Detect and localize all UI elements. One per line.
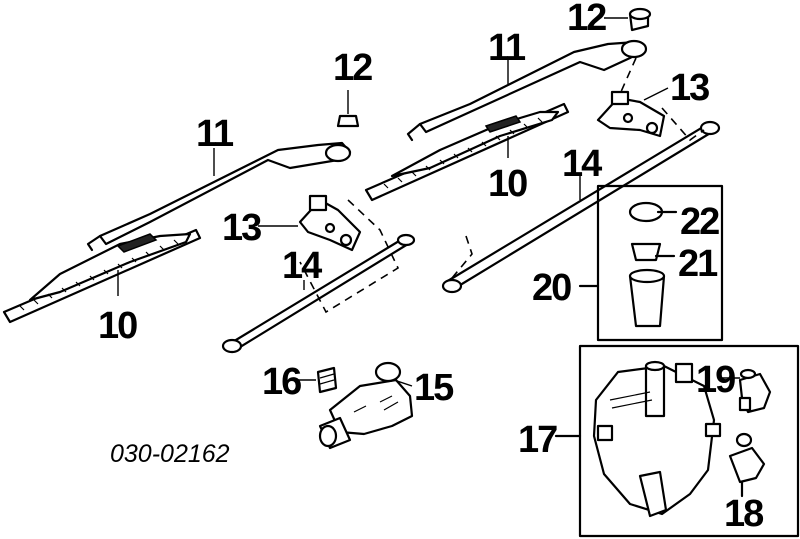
callout-22: 22 [680, 201, 719, 243]
nut-right [628, 7, 652, 32]
washer-pump-18 [728, 432, 766, 498]
callout-17: 17 [518, 419, 557, 461]
dashed-leader-lines [299, 57, 705, 314]
callout-13-right: 13 [670, 67, 709, 109]
cap-kit-frame [596, 184, 724, 342]
wiper-blade-right [364, 102, 570, 202]
washer-reservoir-group [554, 344, 800, 538]
callout-11-right: 11 [488, 27, 526, 69]
seal-part-21 [630, 242, 676, 262]
callout-12-right: 12 [567, 0, 606, 39]
callout-14-left: 14 [282, 245, 322, 287]
callout-leaders [117, 17, 740, 387]
pivot-left [298, 194, 362, 252]
callout-15: 15 [414, 367, 454, 409]
wiper-arm-left [86, 141, 352, 252]
callout-10-right: 10 [488, 163, 527, 205]
callout-10-left: 10 [98, 305, 137, 347]
washer-reservoir [592, 360, 722, 518]
reservoir-frame [578, 344, 800, 538]
callout-16: 16 [262, 361, 301, 403]
motor-connector [316, 366, 338, 394]
callout-21: 21 [678, 243, 718, 285]
strainer-part [628, 268, 666, 328]
callout-20: 20 [532, 267, 571, 309]
nut-left [336, 90, 360, 128]
callout-labels: 12 11 13 12 11 10 14 22 21 20 13 14 10 1… [98, 0, 765, 535]
washer-cap-kit [578, 184, 724, 342]
catalog-code: 030-02162 [110, 440, 230, 468]
link-rod-right [441, 120, 721, 294]
wiper-motor [318, 361, 414, 450]
washer-pump-19 [738, 368, 772, 414]
callout-13-left: 13 [222, 207, 261, 249]
callout-19: 19 [696, 359, 735, 401]
callout-11-left: 11 [196, 113, 234, 155]
callout-18: 18 [724, 493, 763, 535]
callout-14-right: 14 [562, 143, 602, 185]
wiper-blade-left [2, 228, 202, 324]
wiper-arm-right [406, 39, 648, 142]
callout-12-left: 12 [333, 47, 372, 89]
cap-part-22 [628, 201, 678, 223]
pivot-right [596, 90, 666, 138]
